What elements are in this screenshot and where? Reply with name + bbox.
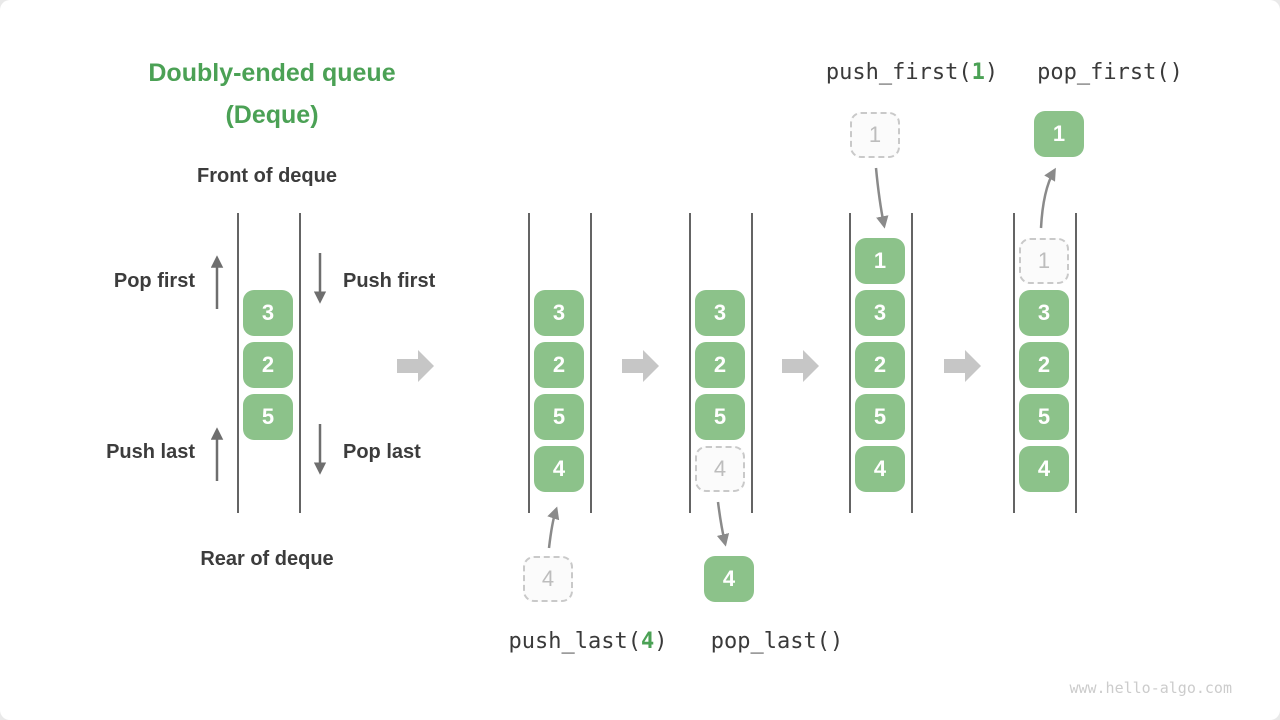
- pop-first-connector-arrow-icon: [1039, 167, 1056, 229]
- deque-cell: 4: [855, 446, 905, 492]
- deque-cell: 2: [1019, 342, 1069, 388]
- pop-last-connector-arrow-icon: [716, 501, 730, 547]
- deque-cell: 3: [243, 290, 293, 336]
- push-last-label: Push last: [106, 441, 195, 463]
- code-text: ): [984, 60, 999, 85]
- pop-first-label: Pop first: [113, 270, 195, 292]
- code-arg: 1: [971, 60, 985, 85]
- deque-cell-dashed: 4: [695, 446, 745, 492]
- queue-right-rail: [751, 213, 753, 513]
- push-first-label: Push first: [343, 270, 436, 292]
- rear-of-deque-label: Rear of deque: [200, 548, 334, 570]
- floating-cell-push-last-stage: 4: [523, 556, 573, 602]
- deque-cell: 5: [695, 394, 745, 440]
- floating-cell-pop-last-stage: 4: [704, 556, 754, 602]
- code-text: pop_first(): [1037, 60, 1183, 85]
- code-text: push_last(: [508, 629, 641, 654]
- pop-last-label: Pop last: [343, 441, 421, 463]
- deque-cell: 3: [1019, 290, 1069, 336]
- stage-arrow-3-icon: [782, 350, 819, 382]
- deque-cell: 2: [243, 342, 293, 388]
- pop-last-code-label: pop_last(): [677, 629, 877, 654]
- diagram-title-line2: (Deque): [225, 101, 319, 129]
- deque-cell: 5: [855, 394, 905, 440]
- queue-left-rail: [1013, 213, 1015, 513]
- deque-cell: 2: [855, 342, 905, 388]
- deque-cell-dashed: 1: [1019, 238, 1069, 284]
- stage-arrow-2-icon: [622, 350, 659, 382]
- push-first-connector-arrow-icon: [874, 167, 889, 229]
- diagram-title-line1: Doubly-ended queue: [148, 59, 396, 87]
- deque-cell: 1: [855, 238, 905, 284]
- code-text: push_first(: [825, 60, 972, 85]
- floating-cell-push-first-stage: 1: [850, 112, 900, 158]
- deque-cell: 2: [695, 342, 745, 388]
- code-text: pop_last(): [710, 629, 844, 654]
- deque-cell: 2: [534, 342, 584, 388]
- deque-cell: 3: [855, 290, 905, 336]
- queue-right-rail: [590, 213, 592, 513]
- queue-left-rail: [689, 213, 691, 513]
- stage-arrow-4-icon: [944, 350, 981, 382]
- deque-cell: 5: [1019, 394, 1069, 440]
- queue-left-rail: [237, 213, 239, 513]
- pop-first-code-label: pop_first(): [1010, 60, 1210, 85]
- floating-cell-pop-first-stage: 1: [1034, 111, 1084, 157]
- deque-cell: 3: [534, 290, 584, 336]
- deque-cell: 4: [1019, 446, 1069, 492]
- push-last-connector-arrow-icon: [547, 506, 560, 549]
- queue-left-rail: [528, 213, 530, 513]
- deque-cell: 5: [534, 394, 584, 440]
- queue-right-rail: [911, 213, 913, 513]
- queue-right-rail: [299, 213, 301, 513]
- deque-cell: 5: [243, 394, 293, 440]
- push-last-code-label: push_last(4): [488, 629, 688, 654]
- stage-arrow-1-icon: [397, 350, 434, 382]
- code-arg: 4: [640, 629, 655, 654]
- push-first-code-label: push_first(1): [812, 60, 1012, 85]
- deque-cell: 4: [534, 446, 584, 492]
- deque-cell: 3: [695, 290, 745, 336]
- watermark: www.hello-algo.com: [1069, 679, 1232, 697]
- front-of-deque-label: Front of deque: [197, 165, 337, 187]
- queue-right-rail: [1075, 213, 1077, 513]
- code-text: ): [654, 629, 668, 654]
- queue-left-rail: [849, 213, 851, 513]
